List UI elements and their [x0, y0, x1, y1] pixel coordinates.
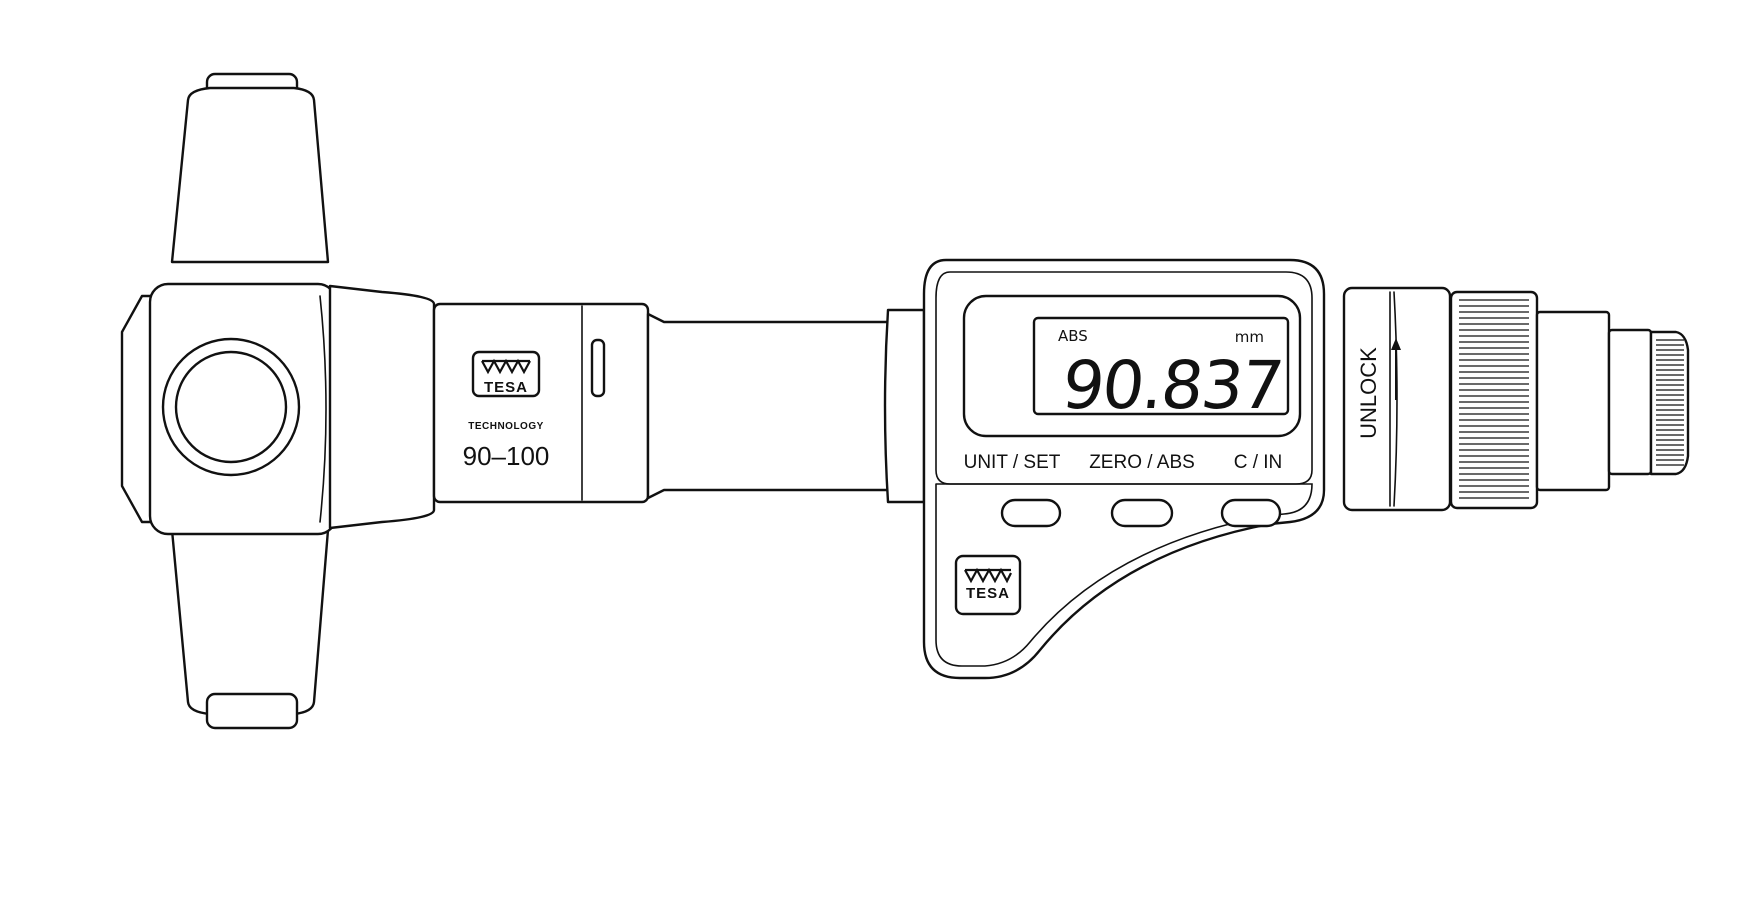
unlock-label: UNLOCK [1356, 347, 1381, 439]
unit-set-label: UNIT / SET [964, 452, 1061, 473]
tesa-logo-icon [471, 350, 541, 398]
body-sleeve [328, 284, 650, 530]
zero-abs-label: ZERO / ABS [1089, 452, 1195, 473]
sleeve-brand-tagline: TECHNOLOGY [468, 421, 544, 432]
display-brand-text: TESA [966, 585, 1010, 602]
sleeve-brand-text: TESA [484, 379, 528, 396]
central-block [148, 282, 338, 536]
tesa-logo-icon [954, 554, 1022, 616]
zero-abs-button[interactable] [1110, 498, 1174, 528]
lcd-mode-indicator: ABS [1058, 327, 1088, 345]
spindle-sleeve [1535, 310, 1653, 492]
lcd-reading: 90.837 [1059, 347, 1286, 424]
c-in-button[interactable] [1220, 498, 1282, 528]
lcd-unit-indicator: mm [1235, 328, 1264, 346]
unit-set-button[interactable] [1000, 498, 1062, 528]
ratchet-stop[interactable] [1649, 330, 1690, 476]
handle-bottom-arm [170, 528, 330, 730]
handle-top-arm [170, 72, 330, 264]
extension-tube [646, 308, 926, 504]
knurled-thimble[interactable] [1449, 290, 1539, 510]
arrow-up-icon [1391, 338, 1401, 400]
range-label: 90–100 [463, 441, 550, 471]
lcd-window [962, 294, 1302, 438]
c-in-label: C / IN [1234, 452, 1283, 473]
